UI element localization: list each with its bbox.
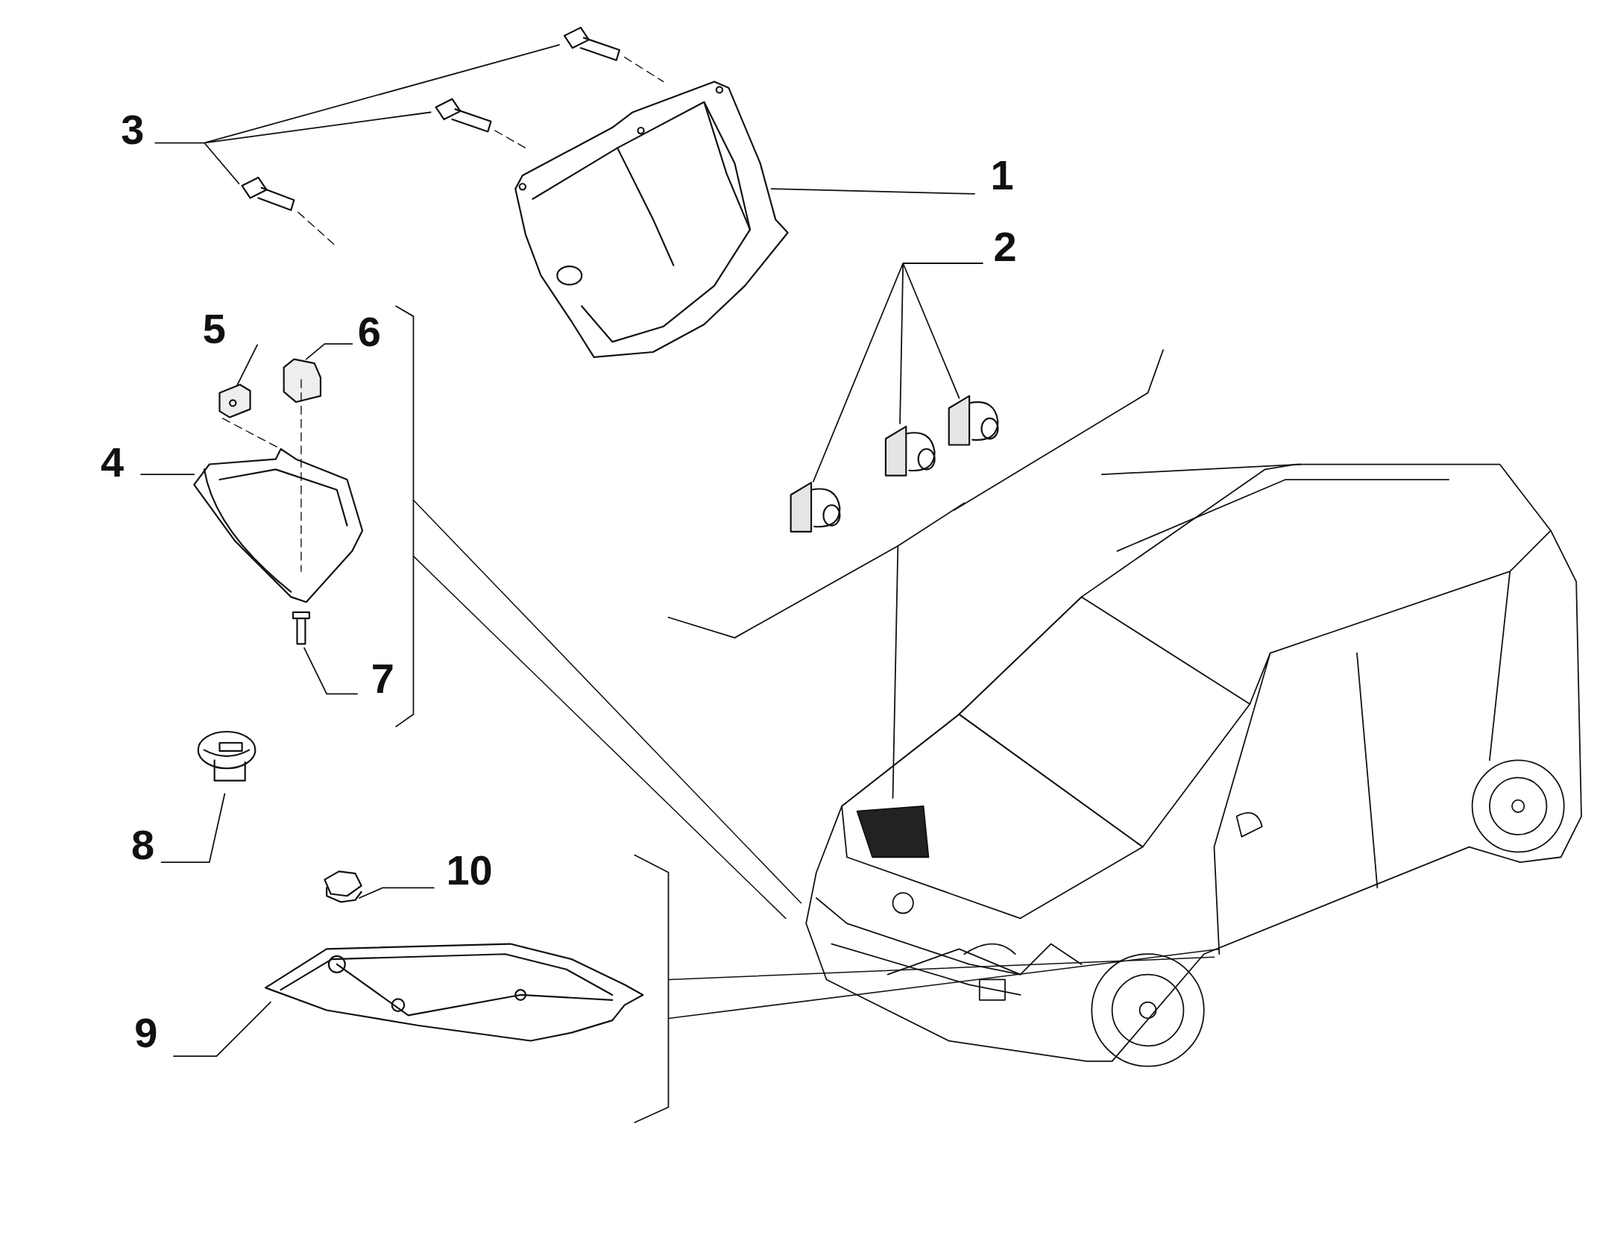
engine-cover — [515, 81, 788, 357]
car-outline — [805, 464, 1582, 1067]
callout-number: 2 — [993, 225, 1017, 268]
bolt — [242, 27, 620, 211]
callout-number: 6 — [357, 310, 381, 353]
callout-number: 9 — [134, 1011, 158, 1054]
callout-number: 4 — [100, 441, 124, 484]
callout-number: 1 — [990, 154, 1014, 197]
protection-plate — [265, 943, 643, 1041]
rubber-bumper — [791, 395, 999, 532]
callout-number: 3 — [120, 108, 144, 151]
callout-number: 5 — [202, 307, 226, 350]
callout-number: 8 — [131, 823, 155, 866]
callout-number: 7 — [371, 657, 395, 700]
bracket — [193, 448, 363, 602]
callout-number: 10 — [445, 849, 493, 891]
